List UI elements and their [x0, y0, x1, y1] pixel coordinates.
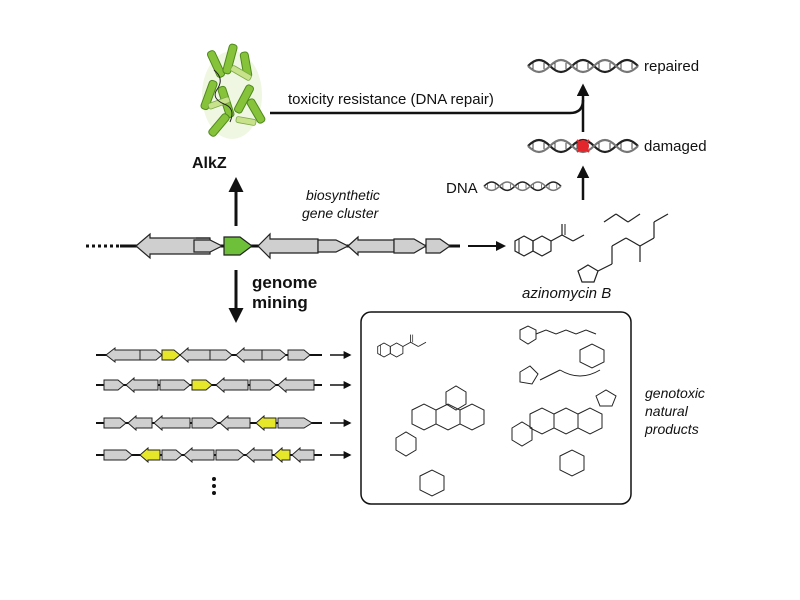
azinomycin-structure-icon: [514, 213, 669, 283]
products-box: [360, 311, 632, 505]
dna-repaired-icon: [526, 58, 640, 74]
mined-cluster-row: [96, 414, 322, 432]
alkz-protein-icon: [200, 43, 266, 139]
dna-label: DNA: [446, 180, 478, 197]
mined-cluster-row: [96, 446, 322, 464]
azinomycin-label: azinomycin B: [522, 285, 611, 302]
products-label-line1: genotoxic: [645, 385, 705, 401]
homolog-gene-icon: [255, 414, 277, 432]
bgc-label-line1: biosynthetic: [306, 187, 380, 203]
mined-cluster-row: [96, 346, 322, 364]
homolog-gene-icon: [161, 349, 181, 361]
dna-damaged-icon: [526, 138, 640, 154]
genome-label: genome: [252, 273, 317, 292]
resistance-label: toxicity resistance (DNA repair): [288, 91, 494, 108]
homolog-gene-icon: [273, 446, 291, 464]
product-structures-icon: [377, 325, 617, 497]
mining-label: mining: [252, 293, 308, 312]
alkz-label: AlkZ: [192, 155, 227, 172]
products-label-line2: natural: [645, 403, 689, 419]
bgc-label-line2: gene cluster: [302, 205, 380, 221]
dna-intact-icon: [483, 181, 562, 192]
alkz-gene-icon: [223, 236, 253, 256]
more-clusters-ellipsis: [212, 477, 216, 495]
homolog-gene-icon: [191, 379, 213, 391]
mined-cluster-row: [96, 376, 322, 394]
arrow-resistance: [270, 99, 585, 115]
products-label-line3: products: [644, 421, 699, 437]
main-gene-cluster: [86, 232, 460, 260]
homolog-gene-icon: [139, 446, 161, 464]
damaged-label: damaged: [644, 138, 707, 155]
arrows-to-products: [330, 351, 352, 459]
repaired-label: repaired: [644, 58, 699, 75]
